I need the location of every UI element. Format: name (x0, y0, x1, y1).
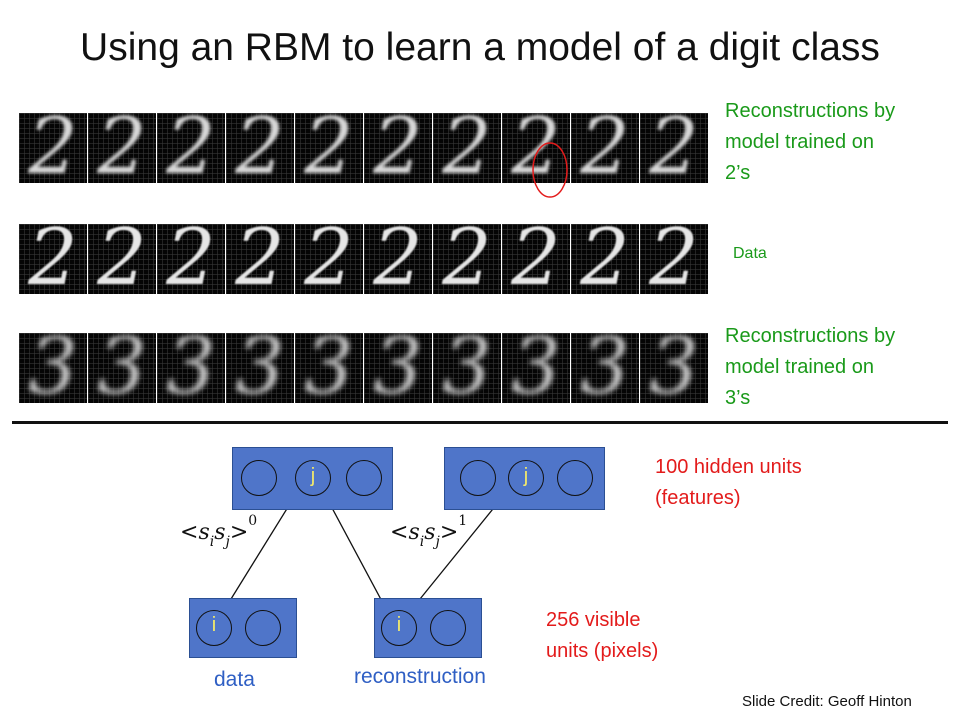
visible-unit (430, 610, 466, 646)
slide-credit: Slide Credit: Geoff Hinton (742, 693, 912, 710)
correlation-data: <sisj>0 (180, 513, 258, 550)
digit-image: 2 (157, 113, 225, 183)
highlight-circle (532, 142, 568, 198)
digit-image: 2 (433, 224, 501, 294)
hidden-unit-j (508, 460, 544, 496)
digit-image: 2 (640, 224, 708, 294)
hidden-unit (241, 460, 277, 496)
slide-title: Using an RBM to learn a model of a digit… (80, 26, 880, 69)
digit-image: 2 (571, 113, 639, 183)
digit-image: 3 (19, 333, 87, 403)
digit-image: 2 (433, 113, 501, 183)
digit-image: 2 (88, 224, 156, 294)
visible-units-note: 256 visible units (pixels) (546, 609, 659, 662)
hidden-unit-j (295, 460, 331, 496)
digit-image: 3 (571, 333, 639, 403)
digit-image: 2 (295, 113, 363, 183)
hidden-layer-data: j (232, 447, 393, 510)
hidden-units-note: 100 hidden units (features) (655, 456, 802, 509)
digit-image: 3 (364, 333, 432, 403)
visible-unit-i (381, 610, 417, 646)
visible-unit-label: i (396, 614, 402, 636)
recon-2-row: 2 2 2 2 2 2 2 2 2 2 (19, 113, 709, 183)
recon-3-label: Reconstructions by model trained on 3’s (725, 325, 896, 409)
digit-image: 3 (640, 333, 708, 403)
digit-image: 2 (157, 224, 225, 294)
recon-3-row: 3 3 3 3 3 3 3 3 3 3 (19, 333, 709, 403)
digit-image: 2 (571, 224, 639, 294)
hidden-unit (460, 460, 496, 496)
digit-image: 2 (88, 113, 156, 183)
visible-unit-label: i (211, 614, 217, 636)
digit-image: 2 (364, 224, 432, 294)
digit-image: 3 (433, 333, 501, 403)
recon-2-label: Reconstructions by model trained on 2’s (725, 100, 896, 184)
hidden-unit (557, 460, 593, 496)
digit-image: 3 (226, 333, 294, 403)
data-row: 2 2 2 2 2 2 2 2 2 2 (19, 224, 709, 294)
hidden-layer-reconstruction: j (444, 447, 605, 510)
visible-layer-reconstruction: i (374, 598, 482, 658)
hidden-unit-label: j (310, 465, 316, 487)
digit-image: 2 (364, 113, 432, 183)
digit-image: 3 (88, 333, 156, 403)
digit-image: 2 (226, 224, 294, 294)
data-caption: data (214, 668, 255, 691)
reconstruction-caption: reconstruction (354, 665, 486, 688)
digit-image: 3 (157, 333, 225, 403)
digit-image: 2 (226, 113, 294, 183)
digit-image: 2 (295, 224, 363, 294)
visible-unit-i (196, 610, 232, 646)
correlation-reconstruction: <sisj>1 (390, 513, 468, 550)
visible-unit (245, 610, 281, 646)
digit-image: 2 (640, 113, 708, 183)
digit-image: 3 (502, 333, 570, 403)
digit-image: 2 (502, 224, 570, 294)
digit-image: 2 (502, 113, 570, 183)
visible-layer-data: i (189, 598, 297, 658)
hidden-unit (346, 460, 382, 496)
digit-image: 2 (19, 113, 87, 183)
digit-image: 2 (19, 224, 87, 294)
hidden-unit-label: j (523, 465, 529, 487)
data-label: Data (733, 245, 767, 262)
digit-image: 3 (295, 333, 363, 403)
separator-line (12, 421, 948, 424)
